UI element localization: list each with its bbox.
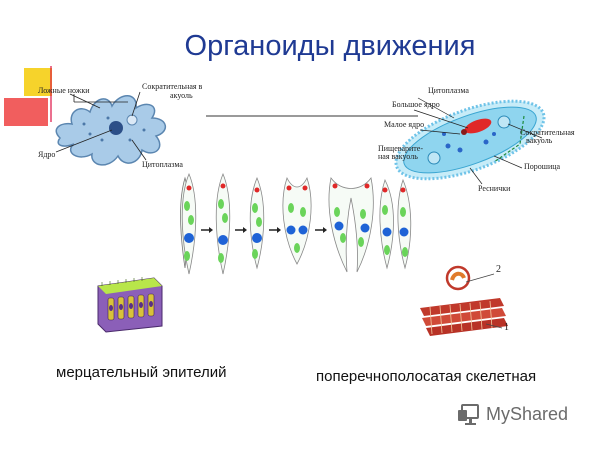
euglena-icon — [180, 172, 412, 275]
brand-shared: Shared — [510, 403, 569, 424]
paramecium-icon — [394, 97, 546, 185]
paramecium-label-contractile-vacuole-1: Сократительная — [520, 128, 575, 137]
myshared-logo-icon — [458, 404, 479, 425]
paramecium-label-contractile-vacuole-2: вакуоль — [526, 136, 553, 145]
muscle-label-1: 1 — [504, 322, 509, 333]
amoeba-label-vacuole-2: акуоль — [170, 91, 193, 100]
muscle-icon — [420, 265, 508, 336]
paramecium-label-small-nucleus: Малое ядро — [384, 120, 425, 129]
paramecium-label-digestive-vacuole-1: Пищеварите- — [378, 144, 423, 153]
skeletal-muscle-illustration: 2 1 — [416, 262, 518, 344]
amoeba-label-vacuole-1: Сократительная в — [142, 82, 203, 91]
amoeba-label-pseudopods: Ложные ножки — [38, 86, 90, 95]
paramecium-label-cilia: Реснички — [478, 184, 511, 193]
amoeba-label-cytoplasm: Цитоплазма — [142, 160, 183, 169]
paramecium-label-cell-mouth: Порошица — [524, 162, 561, 171]
paramecium-label-digestive-vacuole-2: ная вакуоль — [378, 152, 418, 161]
corner-decoration-yellow — [24, 68, 52, 96]
myshared-watermark: MyShared — [456, 400, 568, 428]
euglena-sequence-illustration — [175, 168, 415, 284]
title-divider — [206, 115, 418, 117]
paramecium-label-large-nucleus: Большое ядро — [392, 100, 440, 109]
paramecium-illustration: Цитоплазма Большое ядро Малое ядро Пищев… — [374, 84, 575, 194]
corner-decoration-line — [50, 66, 52, 122]
brand-my: My — [486, 403, 510, 424]
amoeba-illustration: Ложные ножки Сократительная в акуоль Ядр… — [20, 78, 210, 174]
ciliated-epithelium-illustration — [92, 272, 166, 334]
amoeba-icon — [55, 91, 166, 166]
amoeba-label-nucleus: Ядро — [38, 150, 56, 159]
muscle-label-2: 2 — [496, 264, 501, 275]
slide-title: Органоиды движения — [184, 30, 476, 62]
corner-decoration-red — [4, 98, 48, 126]
myshared-wordmark: MyShared — [486, 404, 568, 425]
paramecium-label-cytoplasm: Цитоплазма — [428, 86, 469, 95]
epithelium-icon — [97, 277, 163, 333]
caption-skeletal-muscle: поперечнополосатая скелетная — [316, 368, 537, 385]
caption-ciliated-epithelium: мерцательный эпителий — [56, 364, 227, 381]
